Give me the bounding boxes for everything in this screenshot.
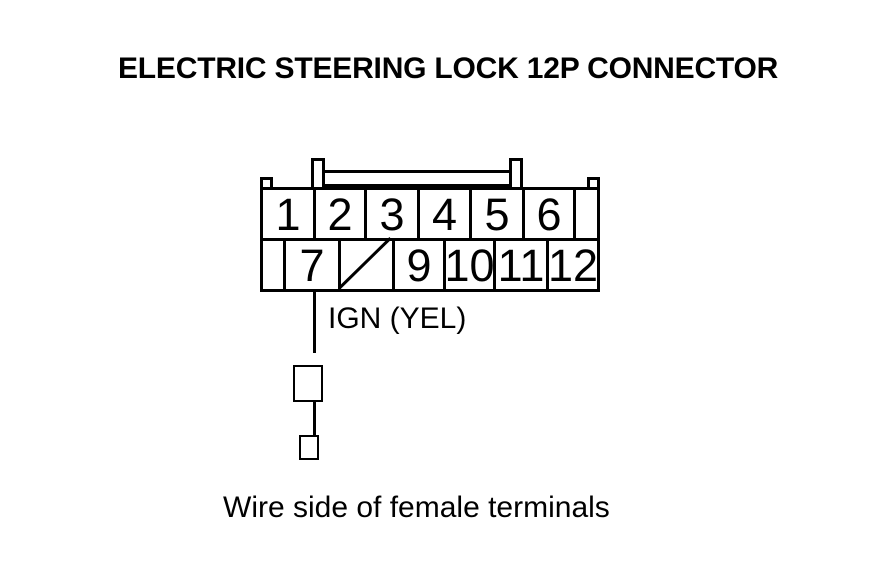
- bottom-row-divider: [338, 240, 341, 290]
- pin-cell-6: 6: [536, 188, 562, 240]
- top-row-divider: [417, 189, 420, 239]
- page-title: ELECTRIC STEERING LOCK 12P CONNECTOR: [118, 52, 779, 85]
- pin-cell-7: 7: [299, 240, 325, 291]
- pin7-wire-segment-upper: [313, 292, 316, 353]
- pin-cell-11: 11: [497, 240, 545, 291]
- bottom-row-divider: [546, 240, 549, 290]
- bottom-row-divider: [392, 240, 395, 290]
- connector-latch-prong-right: [509, 158, 523, 190]
- top-row-divider: [364, 189, 367, 239]
- bottom-row-divider: [443, 240, 446, 290]
- connector-corner-tab-right: [587, 177, 600, 190]
- bottom-row-divider: [493, 240, 496, 290]
- top-row-divider: [469, 189, 472, 239]
- bottom-row-divider: [283, 240, 286, 290]
- terminal-symbol-small: [299, 435, 319, 460]
- pin-cell-2: 2: [327, 188, 353, 240]
- pin-cell-4: 4: [431, 188, 458, 240]
- pin-cell-5: 5: [484, 188, 510, 240]
- wire-label: IGN (YEL): [328, 302, 467, 335]
- connector-latch-prong-left: [311, 158, 325, 190]
- connector-corner-tab-left: [260, 177, 273, 190]
- terminal-symbol-large: [293, 365, 323, 402]
- top-row-divider: [313, 189, 316, 239]
- top-row-divider: [573, 189, 576, 239]
- pin-cell-1: 1: [275, 188, 301, 240]
- pin-cell-12: 12: [547, 240, 599, 291]
- row-separator-line: [262, 238, 598, 241]
- top-row-divider: [522, 189, 525, 239]
- pin-cell-10: 10: [444, 240, 495, 291]
- connector-latch-bar: [311, 170, 523, 187]
- pin-cell-3: 3: [379, 188, 405, 240]
- pin7-wire-segment-lower: [313, 402, 316, 435]
- caption: Wire side of female terminals: [223, 491, 610, 524]
- pin-cell-9: 9: [406, 240, 432, 291]
